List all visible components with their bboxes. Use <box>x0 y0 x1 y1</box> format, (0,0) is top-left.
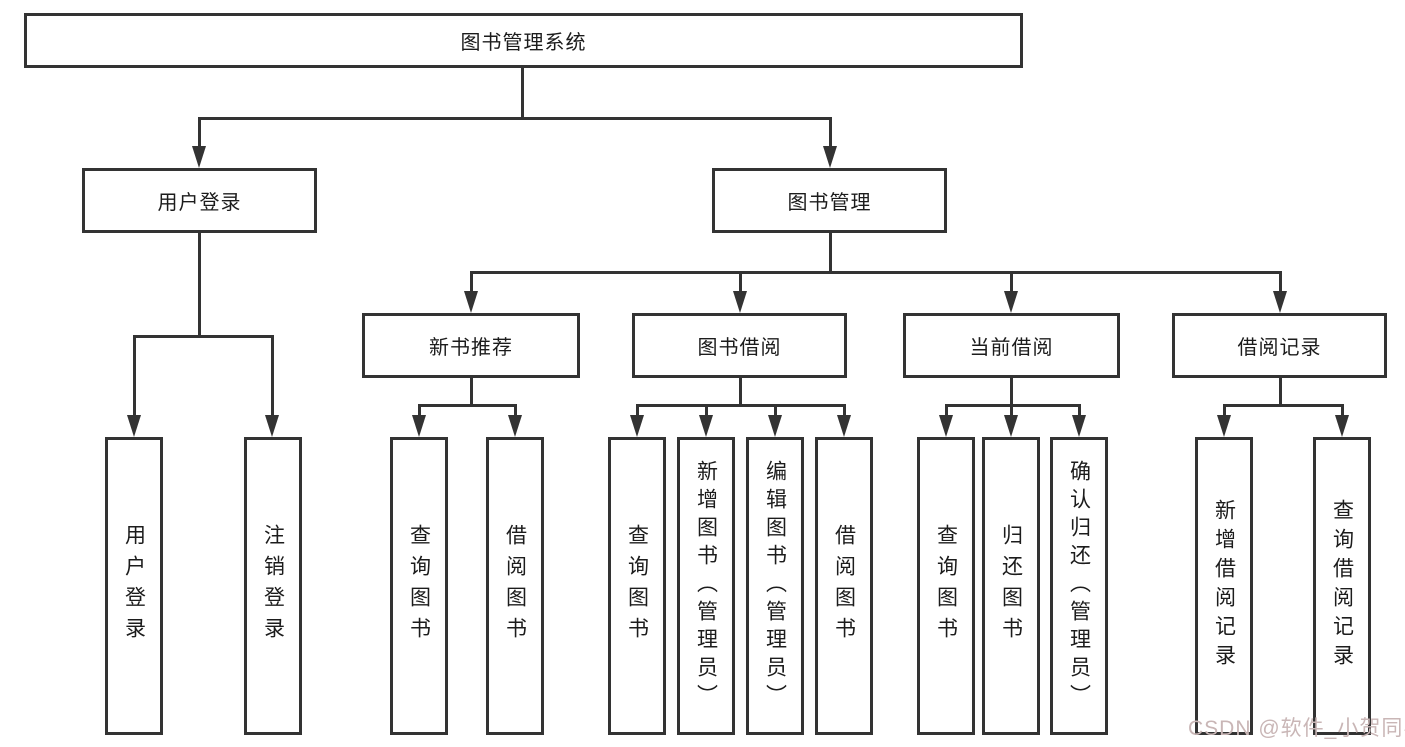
connector-line <box>271 337 274 417</box>
arrow-down-icon <box>630 415 644 437</box>
node-label: 图书管理系统 <box>460 32 587 54</box>
arrow-down-icon <box>464 291 478 313</box>
connector-line <box>133 337 136 417</box>
arrow-down-icon <box>823 146 837 168</box>
leaf-current-query-book: 查询图书 <box>917 437 975 735</box>
node-label: 归还图书 <box>999 524 1023 648</box>
connector-line <box>945 404 1081 407</box>
node-label: 图书管理 <box>787 192 872 214</box>
connector-line <box>470 271 1282 274</box>
node-label: 借阅记录 <box>1237 337 1322 359</box>
leaf-borrow-query-book: 查询图书 <box>608 437 666 735</box>
connector-line <box>774 406 777 418</box>
leaf-current-return-book: 归还图书 <box>982 437 1040 735</box>
arrow-down-icon <box>1004 415 1018 437</box>
connector-line <box>1341 406 1344 418</box>
leaf-logout: 注销登录 <box>244 437 302 735</box>
connector-line <box>739 378 742 406</box>
node-label: 查询图书 <box>934 524 958 648</box>
node-borrow-records: 借阅记录 <box>1172 313 1387 378</box>
arrow-down-icon <box>1072 415 1086 437</box>
connector-line <box>1010 406 1013 418</box>
node-label: 图书借阅 <box>697 337 782 359</box>
connector-line <box>636 406 639 418</box>
connector-line <box>1010 273 1013 293</box>
connector-line <box>705 406 708 418</box>
arrow-down-icon <box>837 415 851 437</box>
node-book-borrow: 图书借阅 <box>632 313 847 378</box>
arrow-down-icon <box>768 415 782 437</box>
node-label: 新增图书（管理员） <box>694 460 718 712</box>
node-new-book-recommend: 新书推荐 <box>362 313 580 378</box>
connector-line <box>198 119 201 149</box>
node-label: 注销登录 <box>261 524 285 648</box>
connector-line <box>470 273 473 293</box>
connector-line <box>470 378 473 406</box>
arrow-down-icon <box>699 415 713 437</box>
connector-line <box>829 119 832 149</box>
node-label: 用户登录 <box>122 524 146 648</box>
arrow-down-icon <box>1004 291 1018 313</box>
connector-line <box>1078 406 1081 418</box>
arrow-down-icon <box>412 415 426 437</box>
connector-line <box>945 406 948 418</box>
connector-line <box>1279 378 1282 406</box>
node-label: 新增借阅记录 <box>1212 499 1236 673</box>
arrow-down-icon <box>1335 415 1349 437</box>
connector-line <box>829 233 832 273</box>
connector-line <box>198 117 832 120</box>
node-root-library-system: 图书管理系统 <box>24 13 1023 68</box>
arrow-down-icon <box>1273 291 1287 313</box>
node-label: 借阅图书 <box>503 524 527 648</box>
arrow-down-icon <box>939 415 953 437</box>
connector-line <box>418 404 517 407</box>
arrow-down-icon <box>1217 415 1231 437</box>
connector-line <box>636 404 846 407</box>
node-label: 新书推荐 <box>429 337 513 359</box>
node-label: 借阅图书 <box>832 524 856 648</box>
leaf-current-confirm-return-admin: 确认归还（管理员） <box>1050 437 1108 735</box>
leaf-records-query-record: 查询借阅记录 <box>1313 437 1371 735</box>
connector-line <box>739 273 742 293</box>
connector-line <box>514 406 517 418</box>
node-label: 当前借阅 <box>969 337 1054 359</box>
connector-line <box>198 233 201 337</box>
leaf-borrow-borrow-book: 借阅图书 <box>815 437 873 735</box>
arrow-down-icon <box>192 146 206 168</box>
csdn-watermark: CSDN @软件_小贺同学 <box>1188 717 1405 740</box>
node-label: 查询图书 <box>625 524 649 648</box>
connector-line <box>1223 404 1344 407</box>
node-label: 查询图书 <box>407 524 431 648</box>
node-label: 编辑图书（管理员） <box>763 460 787 712</box>
leaf-records-add-record: 新增借阅记录 <box>1195 437 1253 735</box>
connector-line <box>1010 378 1013 406</box>
node-current-borrow: 当前借阅 <box>903 313 1120 378</box>
leaf-borrow-edit-book-admin: 编辑图书（管理员） <box>746 437 804 735</box>
node-label: 查询借阅记录 <box>1330 499 1354 673</box>
arrow-down-icon <box>508 415 522 437</box>
arrow-down-icon <box>265 415 279 437</box>
node-label: 用户登录 <box>157 192 242 214</box>
leaf-recommend-borrow-book: 借阅图书 <box>486 437 544 735</box>
leaf-user-login: 用户登录 <box>105 437 163 735</box>
connector-line <box>521 68 524 119</box>
arrow-down-icon <box>127 415 141 437</box>
connector-line <box>843 406 846 418</box>
arrow-down-icon <box>733 291 747 313</box>
node-user-login: 用户登录 <box>82 168 317 233</box>
node-book-management: 图书管理 <box>712 168 947 233</box>
leaf-borrow-add-book-admin: 新增图书（管理员） <box>677 437 735 735</box>
connector-line <box>1279 273 1282 293</box>
connector-line <box>418 406 421 418</box>
node-label: 确认归还（管理员） <box>1067 460 1091 712</box>
leaf-recommend-query-book: 查询图书 <box>390 437 448 735</box>
connector-line <box>133 335 274 338</box>
connector-line <box>1223 406 1226 418</box>
